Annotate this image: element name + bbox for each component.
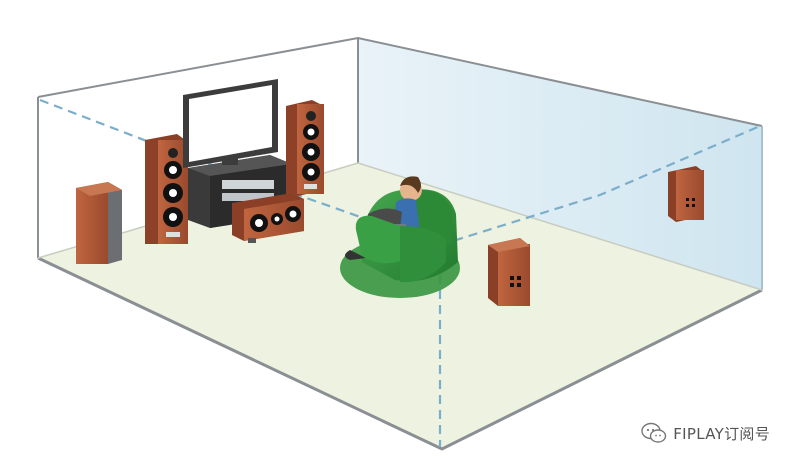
center-channel-speaker: [232, 193, 304, 243]
right-surround-speaker: [488, 238, 530, 306]
listener-armchair: [340, 176, 460, 298]
watermark-text: FIPLAY订阅号: [673, 424, 770, 443]
watermark: FIPLAY订阅号: [641, 422, 770, 444]
right-wall: [358, 38, 762, 290]
floor: [38, 163, 762, 449]
right-front-tower-speaker: [286, 100, 324, 196]
rear-surround-speaker-wall: [668, 166, 704, 222]
floor-front-edges: [37, 256, 763, 451]
left-front-tower-speaker: [145, 134, 188, 244]
left-surround-speaker: [76, 182, 122, 264]
television: [183, 79, 278, 168]
floor-right-back-edge: [357, 162, 763, 291]
sightline-right: [439, 124, 761, 247]
wechat-icon: [641, 422, 667, 443]
